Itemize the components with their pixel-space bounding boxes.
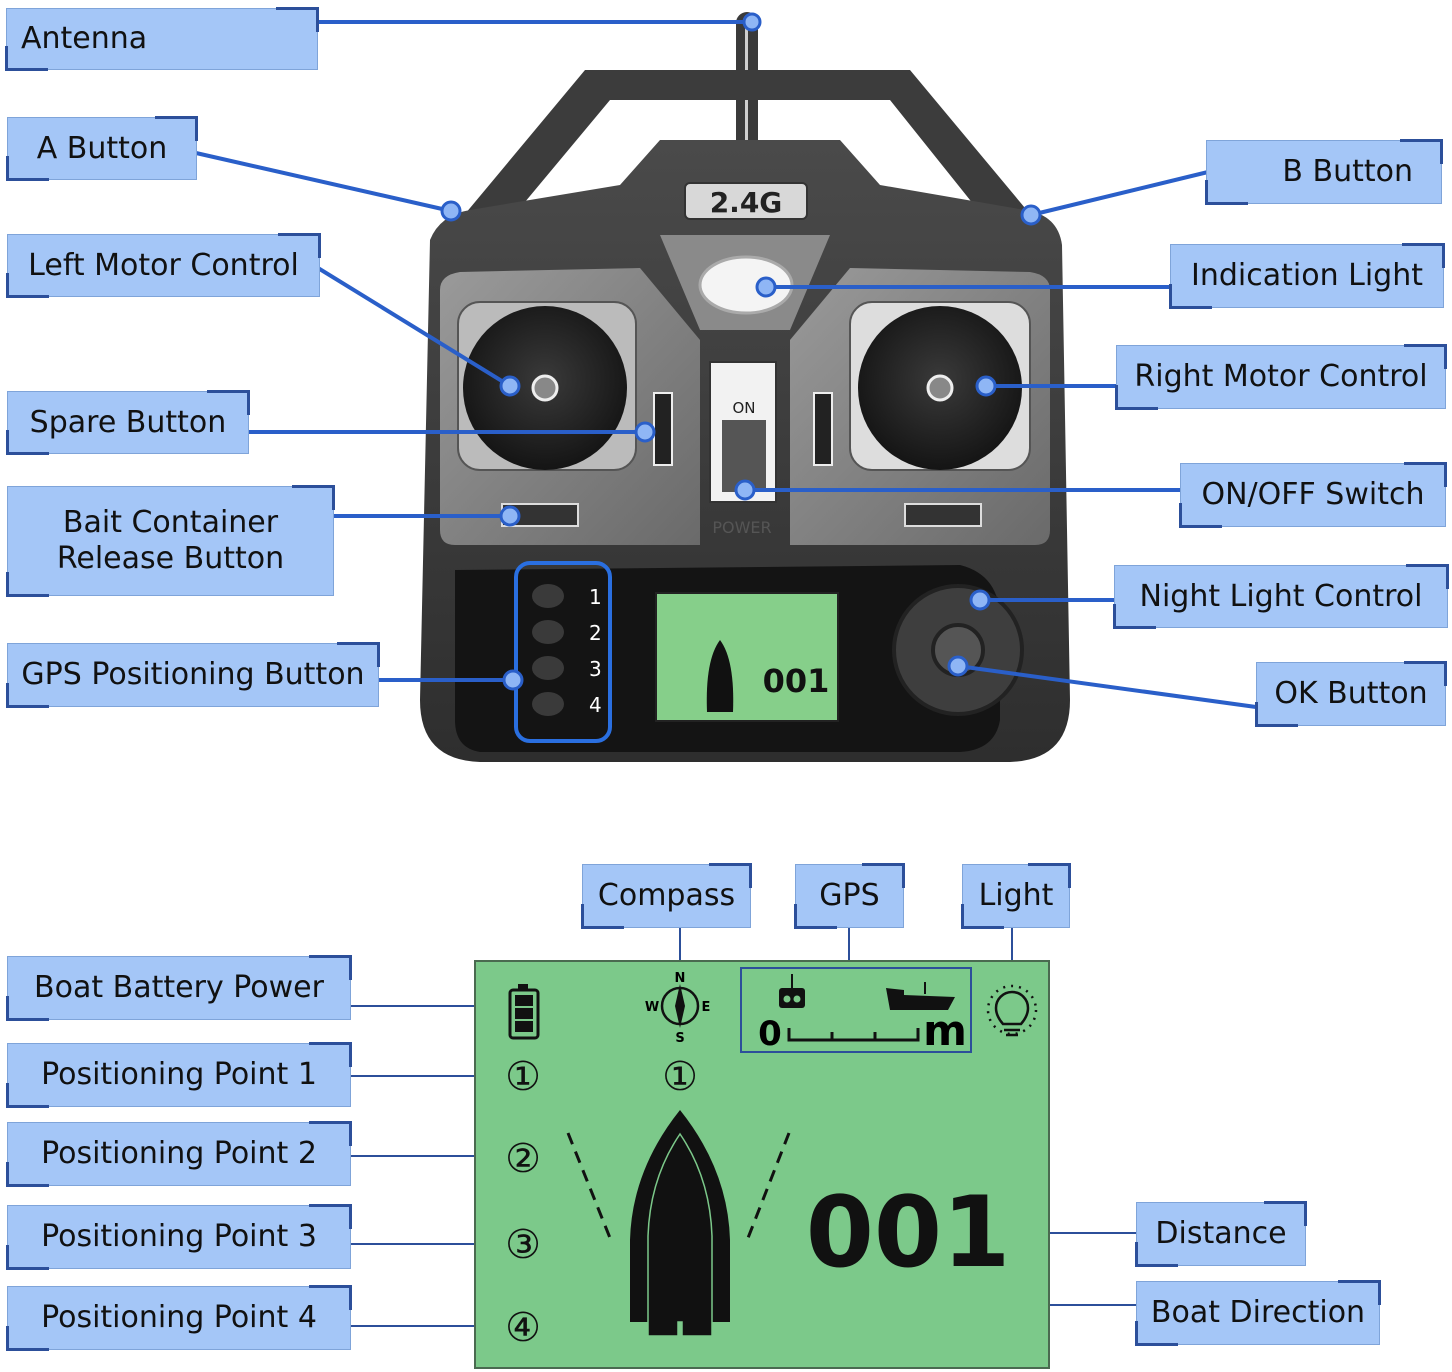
callout-b-button: B Button: [1205, 139, 1443, 205]
callout-on-off-switch: ON/OFF Switch: [1179, 462, 1447, 528]
remote-icon: [779, 974, 805, 1008]
callout-left-motor: Left Motor Control: [6, 233, 321, 298]
callout-point-1: Positioning Point 1: [6, 1042, 352, 1108]
point-marker-1: ①: [505, 1054, 541, 1100]
point-marker-3: ③: [505, 1222, 541, 1268]
callout-indication-light-text: Indication Light: [1191, 258, 1423, 293]
callout-night-light: Night Light Control: [1113, 564, 1449, 629]
lcd-screen: [474, 960, 1050, 1369]
callout-bait-release: Bait Container Release Button: [6, 485, 335, 597]
mini-lcd-screen: 001: [655, 592, 839, 722]
callout-compass: Compass: [581, 863, 752, 929]
callout-spare-button: Spare Button: [6, 390, 250, 455]
callout-right-motor: Right Motor Control: [1115, 344, 1447, 410]
callout-compass-text: Compass: [597, 878, 736, 913]
gps-button-2[interactable]: [532, 620, 564, 644]
callout-gps-text: GPS: [819, 878, 880, 913]
battery-icon: [508, 984, 540, 1040]
point-marker-4: ④: [505, 1305, 541, 1351]
compass-n: N: [675, 971, 686, 986]
gps-scale-start: 0: [758, 1014, 782, 1054]
compass-e: E: [702, 1000, 711, 1015]
right-motor-stick[interactable]: [849, 301, 1031, 471]
callout-boat-direction-text: Boat Direction: [1150, 1295, 1366, 1330]
callout-bait-release-line1: Bait Container: [62, 505, 279, 540]
mini-lcd-distance: 001: [763, 662, 830, 700]
gps-button-3[interactable]: [532, 656, 564, 680]
callout-indication-light: Indication Light: [1169, 243, 1445, 309]
callout-distance: Distance: [1135, 1201, 1307, 1267]
switch-on-label: ON: [732, 399, 755, 417]
gps-button-group: [514, 561, 612, 743]
gps-number-2: 2: [589, 621, 602, 645]
callout-left-motor-text: Left Motor Control: [28, 247, 299, 283]
gps-scale-unit: m: [923, 1006, 967, 1055]
callout-gps: GPS: [794, 863, 905, 929]
compass-s: S: [675, 1031, 684, 1046]
compass-point-marker: ①: [662, 1054, 698, 1100]
boat-icon: [886, 982, 955, 1010]
callout-antenna-text: Antenna: [21, 21, 148, 56]
on-off-switch[interactable]: ON: [709, 361, 777, 503]
positioning-points: ① ② ③ ④ ①: [505, 1054, 698, 1351]
callout-boat-direction: Boat Direction: [1135, 1280, 1381, 1346]
callout-a-button-text: A Button: [36, 130, 168, 166]
callout-ok-button: OK Button: [1255, 661, 1447, 727]
callout-point-3-text: Positioning Point 3: [41, 1219, 317, 1254]
distance-value: 001: [806, 1176, 1011, 1290]
gps-button-1[interactable]: [532, 584, 564, 608]
d-pad[interactable]: [892, 584, 1024, 716]
callout-a-button: A Button: [6, 116, 198, 181]
compass-icon: N S E W: [645, 971, 711, 1046]
gps-number-1: 1: [589, 585, 602, 609]
right-slider[interactable]: [904, 503, 982, 527]
callout-light: Light: [961, 863, 1071, 929]
compass-w: W: [645, 1000, 659, 1015]
band-label: 2.4G: [710, 186, 783, 219]
callout-battery: Boat Battery Power: [6, 955, 352, 1021]
callout-point-2: Positioning Point 2: [6, 1121, 352, 1187]
callout-point-3: Positioning Point 3: [6, 1204, 352, 1270]
callout-ok-button-text: OK Button: [1274, 676, 1428, 711]
gps-button-4[interactable]: [532, 692, 564, 716]
callout-bait-release-line2: Release Button: [56, 541, 285, 576]
callout-b-button-text: B Button: [1282, 154, 1413, 189]
callout-point-1-text: Positioning Point 1: [41, 1057, 317, 1092]
callout-light-text: Light: [978, 878, 1054, 913]
gps-buttons: 1 2 3 4: [532, 584, 602, 717]
callout-antenna: Antenna: [5, 7, 319, 71]
callout-gps-positioning: GPS Positioning Button: [6, 642, 380, 708]
callout-point-4-text: Positioning Point 4: [41, 1300, 317, 1335]
point-marker-2: ②: [505, 1136, 541, 1182]
callout-on-off-switch-text: ON/OFF Switch: [1201, 477, 1425, 512]
spare-button[interactable]: [653, 392, 673, 466]
right-trim[interactable]: [813, 392, 833, 466]
callout-right-motor-text: Right Motor Control: [1134, 359, 1428, 394]
leader-dots: [440, 12, 1042, 691]
boat-direction-icon: [566, 1110, 791, 1337]
gps-number-3: 3: [589, 657, 602, 681]
gps-distance-scale: 0 m: [740, 967, 972, 1055]
callout-night-light-text: Night Light Control: [1139, 578, 1423, 614]
gps-number-4: 4: [589, 693, 602, 717]
lcd-leader-lines: [350, 928, 1137, 1327]
power-label: POWER: [712, 518, 771, 537]
carry-handle: [435, 70, 1060, 250]
callout-point-4: Positioning Point 4: [6, 1285, 352, 1351]
callout-distance-text: Distance: [1155, 1216, 1287, 1251]
callout-gps-positioning-text: GPS Positioning Button: [21, 657, 365, 692]
left-motor-stick[interactable]: [457, 301, 637, 471]
callout-spare-button-text: Spare Button: [29, 404, 227, 440]
leader-lines: [195, 20, 1257, 709]
controller-illustration: 2.4G ON POWER 1 2 3 4: [195, 12, 1257, 762]
callout-battery-text: Boat Battery Power: [34, 970, 324, 1005]
callout-point-2-text: Positioning Point 2: [41, 1136, 317, 1171]
light-bulb-icon: [986, 984, 1038, 1037]
